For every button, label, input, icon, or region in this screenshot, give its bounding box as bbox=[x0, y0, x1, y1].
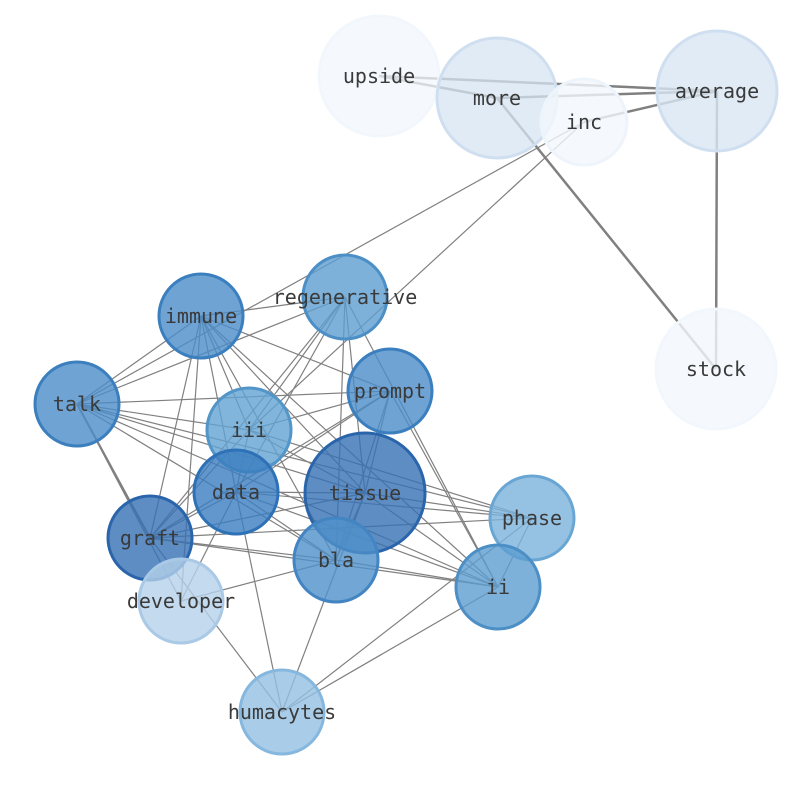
node-label-graft: graft bbox=[120, 526, 180, 550]
node-stock bbox=[654, 307, 778, 431]
label-layer: upside more inc average stock immune regenerat… bbox=[53, 64, 759, 724]
node-humacytes bbox=[238, 668, 326, 756]
node-label-tissue: tissue bbox=[329, 481, 401, 505]
node-layer bbox=[33, 14, 779, 756]
node-label-data: data bbox=[212, 480, 260, 504]
node-label-more: more bbox=[473, 86, 521, 110]
node-label-talk: talk bbox=[53, 392, 101, 416]
edge-inc-iii bbox=[248, 121, 585, 431]
node-label-average: average bbox=[675, 79, 759, 103]
node-label-regenerative: regenerative bbox=[273, 285, 418, 309]
node-developer bbox=[137, 557, 225, 645]
node-label-bla: bla bbox=[318, 548, 354, 572]
node-label-iii: iii bbox=[231, 418, 267, 442]
node-label-immune: immune bbox=[165, 304, 237, 328]
edge-talk-ii bbox=[76, 403, 499, 588]
node-talk bbox=[33, 360, 121, 448]
node-immune bbox=[157, 272, 245, 360]
node-label-upside: upside bbox=[343, 64, 415, 88]
node-label-prompt: prompt bbox=[354, 379, 426, 403]
node-average bbox=[655, 29, 779, 153]
node-bla bbox=[292, 516, 380, 604]
node-label-developer: developer bbox=[127, 589, 235, 613]
edge-talk-phase bbox=[76, 403, 533, 519]
node-inc bbox=[539, 77, 629, 167]
node-data bbox=[192, 448, 280, 536]
edge-regenerative-ii bbox=[344, 296, 499, 588]
node-ii bbox=[454, 543, 542, 631]
node-label-inc: inc bbox=[566, 110, 602, 134]
node-label-ii: ii bbox=[486, 575, 510, 599]
node-label-stock: stock bbox=[686, 357, 746, 381]
node-label-phase: phase bbox=[502, 506, 562, 530]
node-label-humacytes: humacytes bbox=[228, 700, 336, 724]
node-upside bbox=[317, 14, 441, 138]
node-prompt bbox=[346, 347, 434, 435]
node-regenerative bbox=[301, 253, 389, 341]
